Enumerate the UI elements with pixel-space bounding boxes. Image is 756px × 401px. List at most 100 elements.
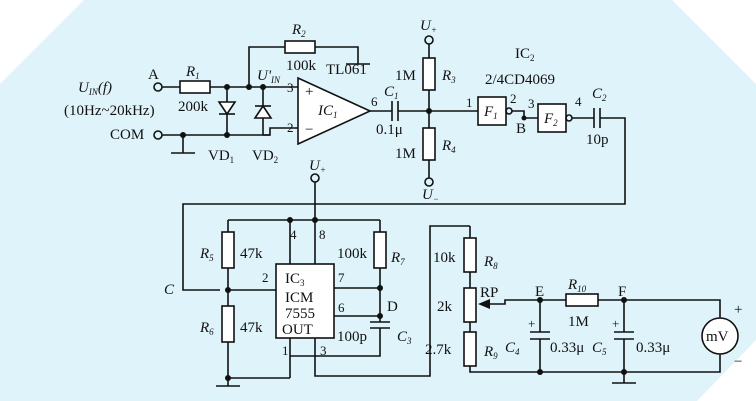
svg-text:2: 2	[510, 91, 517, 106]
svg-text:4: 4	[290, 227, 297, 242]
svg-text:0.33μ: 0.33μ	[636, 340, 670, 356]
input-section: UIN(f) (10Hz~20kHz) A COM	[64, 67, 163, 143]
svg-text:2/4CD4069: 2/4CD4069	[485, 72, 555, 88]
svg-text:mV: mV	[706, 329, 729, 345]
svg-text:10p: 10p	[586, 132, 609, 148]
capacitor-c1: C1 0.1μ	[376, 84, 403, 138]
svg-text:R10: R10	[567, 277, 587, 294]
node-e-label: E	[535, 284, 544, 300]
resistor-r7: 100k R7	[337, 231, 405, 269]
svg-text:VD1: VD1	[208, 148, 234, 165]
svg-text:C2: C2	[592, 86, 607, 103]
corner-band-top-left	[0, 0, 84, 84]
svg-text:R9: R9	[483, 344, 498, 361]
svg-text:VD2: VD2	[252, 148, 278, 165]
svg-text:−: −	[734, 354, 742, 370]
resistor-r3: R3 1M	[395, 57, 456, 91]
capacitor-c2: C2 10p	[586, 86, 609, 148]
svg-text:+: +	[612, 316, 619, 331]
svg-text:3: 3	[320, 343, 327, 358]
supply-u-plus: U+	[420, 18, 437, 45]
terminal-a-label: A	[148, 67, 159, 83]
resistor-r4: R4 1M	[395, 127, 456, 162]
svg-text:F1: F1	[483, 104, 498, 121]
svg-text:6: 6	[371, 94, 378, 109]
svg-text:1: 1	[466, 95, 473, 110]
svg-text:R7: R7	[390, 250, 405, 267]
svg-text:ICM: ICM	[285, 290, 313, 306]
svg-text:6: 6	[338, 300, 345, 315]
node-f-label: F	[618, 284, 626, 300]
timer-ic3: IC3 ICM 7555 OUT 4 8 2 7 6 1 3	[262, 227, 345, 358]
node-c-label: C	[164, 282, 175, 298]
svg-text:4: 4	[575, 94, 582, 109]
svg-text:IC3: IC3	[285, 271, 305, 288]
svg-text:C3: C3	[397, 329, 412, 346]
svg-text:OUT: OUT	[282, 322, 313, 338]
svg-text:1M: 1M	[395, 146, 416, 162]
diode-vd2: VD2	[252, 87, 278, 165]
corner-band-top-right	[672, 0, 756, 84]
svg-text:2k: 2k	[437, 299, 453, 315]
svg-text:0.33μ: 0.33μ	[550, 340, 584, 356]
resistor-r6: R6 47k	[199, 305, 263, 343]
svg-text:2.7k: 2.7k	[425, 342, 452, 358]
svg-text:U+: U+	[309, 158, 326, 175]
resistor-r5: R5 47k	[199, 231, 263, 269]
svg-text:IC2: IC2	[515, 46, 535, 63]
svg-text:C5: C5	[592, 340, 607, 357]
svg-text:100k: 100k	[337, 246, 368, 262]
svg-text:1M: 1M	[568, 314, 589, 330]
svg-text:U'IN: U'IN	[257, 68, 281, 85]
svg-text:R3: R3	[441, 68, 456, 85]
svg-text:8: 8	[319, 227, 326, 242]
svg-text:TL061: TL061	[326, 62, 367, 78]
svg-text:2: 2	[262, 270, 269, 285]
node-d-label: D	[387, 299, 398, 315]
svg-text:IC1: IC1	[317, 103, 338, 120]
svg-text:RP: RP	[480, 285, 498, 301]
resistor-r1: R1 200k	[178, 64, 211, 115]
terminal-com	[153, 130, 163, 140]
capacitor-c4: + C4 0.33μ	[505, 300, 584, 372]
svg-text:+: +	[734, 302, 742, 318]
svg-text:R6: R6	[199, 320, 214, 337]
svg-text:3: 3	[287, 80, 294, 95]
svg-text:C1: C1	[384, 84, 399, 101]
resistor-r10: R10 1M	[565, 277, 599, 330]
svg-text:1M: 1M	[395, 68, 416, 84]
svg-text:R5: R5	[199, 246, 214, 263]
input-range-label: (10Hz~20kHz)	[64, 103, 155, 119]
svg-text:200k: 200k	[178, 99, 209, 115]
svg-text:UIN(f): UIN(f)	[78, 80, 112, 97]
svg-text:R2: R2	[291, 22, 306, 39]
svg-text:47k: 47k	[240, 320, 263, 336]
svg-text:0.1μ: 0.1μ	[376, 122, 403, 138]
opamp-ic1: + − IC1 TL061 3 2 6 U'IN	[257, 62, 378, 146]
svg-text:R1: R1	[185, 64, 200, 81]
svg-text:2: 2	[287, 120, 294, 135]
supply-u-plus-timer: U+	[309, 158, 326, 183]
svg-text:R8: R8	[483, 254, 498, 271]
capacitor-c3: 100p C3	[337, 321, 412, 346]
svg-text:47k: 47k	[240, 246, 263, 262]
svg-text:−: −	[305, 122, 313, 138]
svg-text:100p: 100p	[337, 329, 367, 345]
svg-text:1: 1	[282, 343, 289, 358]
resistor-r9: 2.7k R9	[425, 331, 498, 367]
svg-text:U−: U−	[422, 187, 439, 204]
svg-text:F2: F2	[543, 111, 558, 128]
svg-text:+: +	[528, 316, 535, 331]
gates-ic2: IC2 2/4CD4069 F1 1 2 F2 3 4 B	[466, 46, 582, 137]
svg-text:7: 7	[338, 270, 345, 285]
supply-u-minus: U−	[422, 177, 439, 204]
capacitor-c5: + C5 0.33μ	[592, 300, 670, 372]
diode-vd1: VD1	[208, 87, 237, 165]
potentiometer-rp: 2k RP	[437, 285, 498, 323]
resistor-r2: R2 100k	[284, 22, 317, 74]
svg-text:R4: R4	[441, 138, 456, 155]
svg-text:3: 3	[528, 96, 535, 111]
com-label: COM	[110, 127, 144, 143]
svg-text:B: B	[516, 121, 526, 137]
